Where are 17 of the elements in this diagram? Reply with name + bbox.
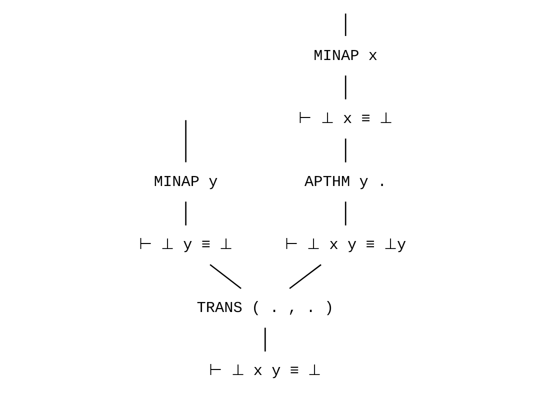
node-text: ⊢ ⊥ x y ≡ ⊥y xyxy=(285,236,406,254)
connector xyxy=(344,202,346,226)
node-text: MINAP x xyxy=(314,46,378,65)
connector xyxy=(289,264,322,289)
connector xyxy=(264,328,266,352)
node-text: ⊢ ⊥ y ≡ ⊥ xyxy=(138,236,233,254)
connector xyxy=(344,14,346,36)
connector xyxy=(344,138,346,162)
node-text: ⊢ ⊥ x y ≡ ⊥ xyxy=(209,362,322,380)
node-text: ⊢ ⊥ x ≡ ⊥ xyxy=(298,110,392,128)
connector xyxy=(185,202,186,226)
node-text: APTHM y . xyxy=(304,172,387,191)
node-text: MINAP y xyxy=(154,172,218,191)
connector xyxy=(344,76,346,100)
connector xyxy=(185,120,186,162)
connector xyxy=(210,264,242,289)
node-text: TRANS ( . , . ) xyxy=(196,299,334,318)
